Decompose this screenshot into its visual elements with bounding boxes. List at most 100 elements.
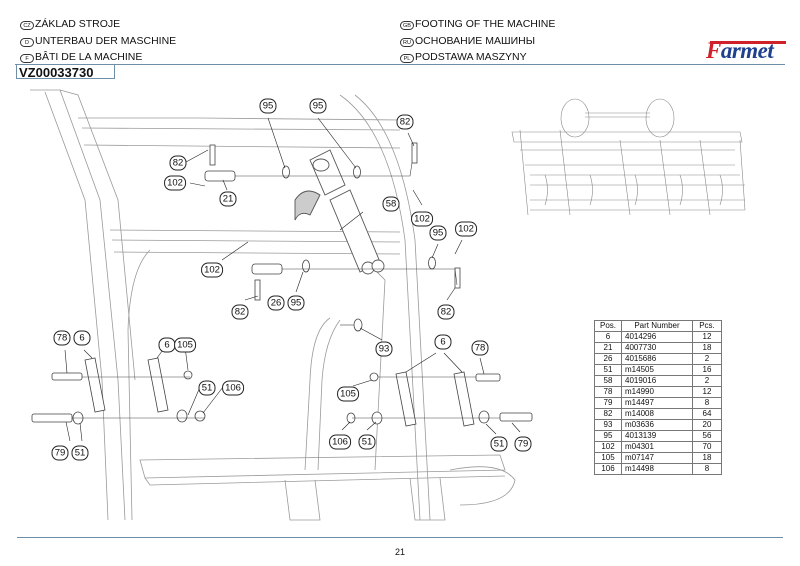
bottom-beam — [139, 454, 506, 479]
pcs-cell: 18 — [692, 342, 722, 354]
logo-bar — [710, 41, 786, 44]
pcs-cell: 56 — [692, 430, 722, 442]
pos-cell: 82 — [594, 408, 622, 420]
pin-82 — [411, 142, 418, 164]
callout-78: 78 — [471, 340, 489, 356]
top-beam — [78, 117, 401, 149]
pos-cell: 51 — [594, 364, 622, 376]
title-text: FOOTING OF THE MACHINE — [415, 18, 556, 30]
header-pos: Pos. — [594, 320, 622, 332]
title-text: ОСНОВАНИЕ МАШИНЫ — [415, 35, 536, 47]
farmet-logo: Farmet — [706, 38, 786, 65]
machine-overview-sketch — [511, 98, 746, 216]
pcs-cell: 18 — [692, 452, 722, 464]
callout-93: 93 — [375, 341, 393, 357]
pos-cell: 21 — [594, 342, 622, 354]
leader-lines — [64, 117, 521, 442]
callout-82: 82 — [396, 114, 414, 130]
nut-51 — [478, 410, 490, 424]
plate-6 — [147, 357, 169, 413]
header-pcs: Pcs. — [692, 320, 722, 332]
part-number-cell: 4014296 — [621, 331, 693, 343]
part-number-cell: 4019016 — [621, 375, 693, 387]
pin-26 — [251, 263, 283, 275]
callout-51: 51 — [71, 445, 89, 461]
pcs-cell: 64 — [692, 408, 722, 420]
frame-outline — [30, 89, 516, 521]
nut-106 — [194, 410, 206, 422]
washer — [302, 259, 310, 273]
bolt-79 — [499, 412, 533, 422]
callout-78: 78 — [53, 330, 71, 346]
nut-105 — [369, 372, 379, 382]
part-number-cell: 4015686 — [621, 353, 693, 365]
logo-rest: armet — [720, 38, 774, 63]
bolt-78 — [51, 372, 83, 381]
lang-badge-pl: PL — [400, 54, 414, 63]
pin-82 — [454, 267, 461, 289]
pcs-cell: 16 — [692, 364, 722, 376]
part-number-cell: m04301 — [621, 441, 693, 453]
callout-79: 79 — [51, 445, 69, 461]
callout-106: 106 — [222, 380, 244, 396]
nut-51 — [176, 409, 188, 423]
callout-51: 51 — [358, 434, 376, 450]
callout-95: 95 — [287, 295, 305, 311]
lang-badge-cz: CZ — [20, 21, 34, 30]
assembly-lines — [72, 162, 500, 419]
pos-cell: 106 — [594, 463, 622, 475]
pcs-cell: 12 — [692, 386, 722, 398]
callout-106: 106 — [329, 434, 351, 450]
pos-cell: 78 — [594, 386, 622, 398]
pin-82 — [254, 279, 261, 301]
callout-82: 82 — [437, 304, 455, 320]
plate-6 — [395, 371, 417, 427]
part-number-cell: 4013139 — [621, 430, 693, 442]
header-part-number: Part Number — [621, 320, 693, 332]
pos-cell: 93 — [594, 419, 622, 431]
lang-badge-d: D — [20, 38, 34, 47]
callout-82: 82 — [231, 304, 249, 320]
callout-6: 6 — [158, 337, 176, 353]
pin-82 — [209, 144, 216, 166]
pcs-cell: 70 — [692, 441, 722, 453]
callout-105: 105 — [337, 386, 359, 402]
callout-6: 6 — [73, 330, 91, 346]
callout-102: 102 — [411, 211, 433, 227]
callout-51: 51 — [198, 380, 216, 396]
bolt-79 — [31, 413, 73, 423]
callout-26: 26 — [267, 295, 285, 311]
title-text: UNTERBAU DER MASCHINE — [35, 35, 177, 47]
page-number: 21 — [394, 547, 405, 557]
callout-79: 79 — [514, 436, 532, 452]
footer-divider — [17, 537, 783, 538]
callout-95: 95 — [259, 98, 277, 114]
parts-table-header: Pos. Part Number Pcs. — [594, 320, 722, 332]
part-number-cell: m14990 — [621, 386, 693, 398]
pos-cell: 58 — [594, 375, 622, 387]
pcs-cell: 8 — [692, 463, 722, 475]
part-number-cell: 4007730 — [621, 342, 693, 354]
pcs-cell: 8 — [692, 397, 722, 409]
lever-arm — [304, 317, 341, 471]
washer — [282, 165, 290, 179]
callout-82: 82 — [169, 155, 187, 171]
drawing-code: VZ00033730 — [16, 64, 115, 80]
callout-51: 51 — [490, 436, 508, 452]
callout-102: 102 — [455, 221, 477, 237]
pos-cell: 95 — [594, 430, 622, 442]
pos-cell: 102 — [594, 441, 622, 453]
